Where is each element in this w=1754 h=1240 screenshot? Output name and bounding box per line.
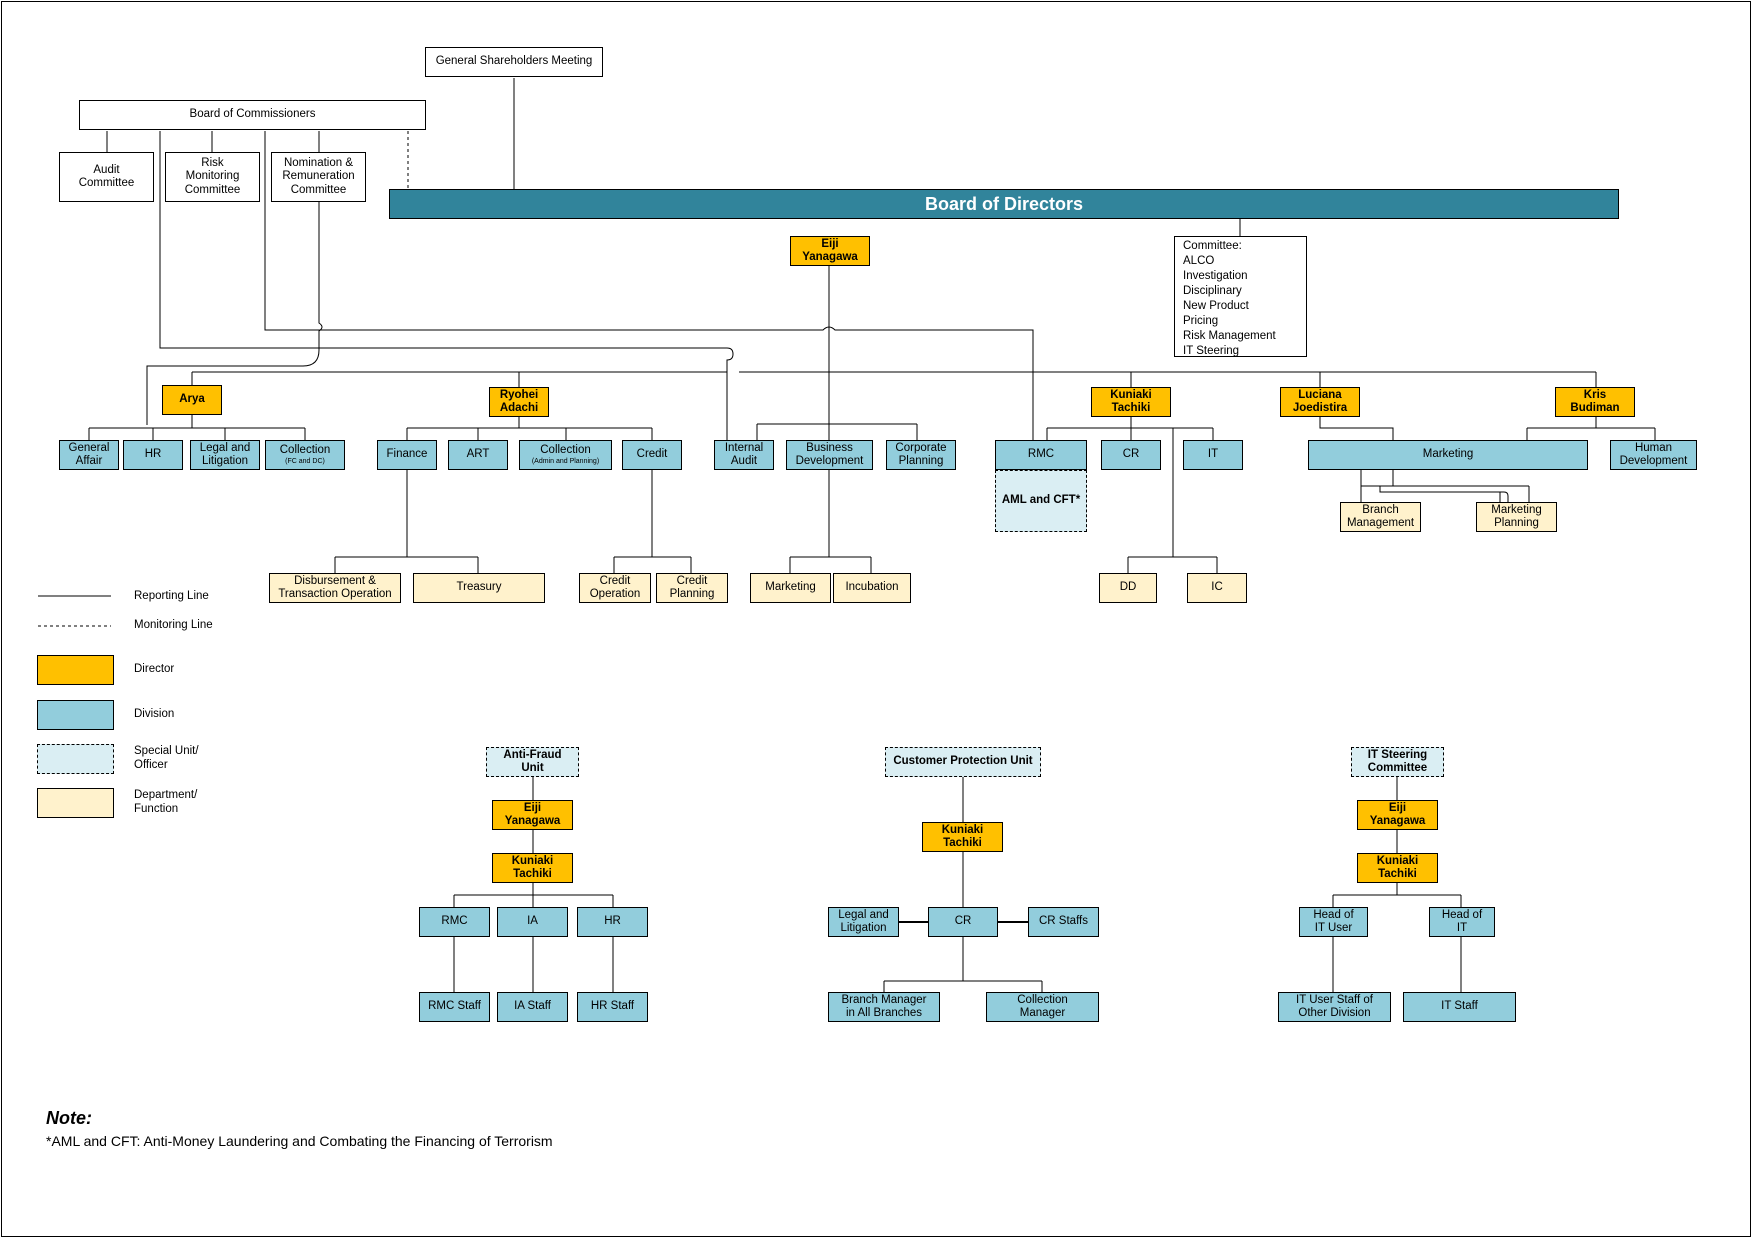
it-steering-it-user-staff: IT User Staff of Other Division — [1278, 992, 1391, 1022]
legend-director-swatch — [37, 655, 114, 685]
it-steering-head-it: Head of IT — [1429, 907, 1495, 937]
collection-sublabel: (Admin and Planning) — [531, 457, 600, 465]
director-eiji-yanagawa: Eiji Yanagawa — [790, 236, 870, 266]
division-collection-admin-planning: Collection (Admin and Planning) — [519, 440, 612, 470]
division-rmc: RMC — [995, 440, 1087, 470]
audit-committee: Audit Committee — [59, 152, 154, 202]
anti-fraud-rmc-staff: RMC Staff — [419, 992, 490, 1022]
legend-special-swatch — [37, 744, 114, 774]
it-steering-committee: IT Steering Committee — [1351, 747, 1444, 777]
division-general-affair: General Affair — [59, 440, 119, 470]
legend-division: Division — [134, 708, 175, 720]
customer-protection-cr-staffs: CR Staffs — [1028, 907, 1099, 937]
department-ic: IC — [1187, 573, 1247, 603]
legend-department: Department/ Function — [134, 789, 198, 815]
department-credit-operation: Credit Operation — [579, 573, 651, 603]
nomination-remuneration-committee: Nomination & Remuneration Committee — [271, 152, 366, 202]
collection-label: Collection — [279, 444, 331, 457]
it-steering-it-staff: IT Staff — [1403, 992, 1516, 1022]
director-luciana-joedistira: Luciana Joedistira — [1280, 387, 1360, 417]
note-title: Note: — [46, 1108, 92, 1128]
department-incubation: Incubation — [833, 573, 911, 603]
collection-label: Collection — [540, 444, 591, 457]
division-credit: Credit — [622, 440, 682, 470]
legend-special-unit: Special Unit/ Officer — [134, 745, 199, 771]
division-art: ART — [448, 440, 508, 470]
special-unit-aml-cft: AML and CFT* — [995, 470, 1087, 532]
division-cr: CR — [1101, 440, 1161, 470]
it-steering-director-kuniaki: Kuniaki Tachiki — [1357, 853, 1438, 883]
board-of-directors: Board of Directors — [389, 189, 1619, 219]
department-credit-planning: Credit Planning — [656, 573, 728, 603]
division-human-development: Human Development — [1610, 440, 1697, 470]
board-of-commissioners: Board of Commissioners — [79, 100, 426, 130]
director-ryohei-adachi: Ryohei Adachi — [489, 387, 549, 417]
director-kris-budiman: Kris Budiman — [1555, 387, 1635, 417]
customer-protection-unit: Customer Protection Unit — [885, 747, 1041, 777]
division-marketing: Marketing — [1308, 440, 1588, 470]
customer-protection-director-kuniaki: Kuniaki Tachiki — [922, 822, 1003, 852]
department-marketing: Marketing — [750, 573, 831, 603]
anti-fraud-ia-staff: IA Staff — [497, 992, 568, 1022]
legend-department-swatch — [37, 788, 114, 818]
it-steering-director-eiji: Eiji Yanagawa — [1357, 800, 1438, 830]
director-kuniaki-tachiki: Kuniaki Tachiki — [1091, 387, 1171, 417]
division-it: IT — [1183, 440, 1243, 470]
legend-division-swatch — [37, 700, 114, 730]
risk-monitoring-committee: Risk Monitoring Committee — [165, 152, 260, 202]
legend-director: Director — [134, 663, 175, 675]
legend-monitoring-line: Monitoring Line — [134, 619, 213, 631]
legend-reporting-line: Reporting Line — [134, 590, 209, 602]
division-finance: Finance — [377, 440, 437, 470]
department-treasury: Treasury — [413, 573, 545, 603]
anti-fraud-ia: IA — [497, 907, 568, 937]
customer-protection-legal: Legal and Litigation — [828, 907, 899, 937]
anti-fraud-hr: HR — [577, 907, 648, 937]
anti-fraud-director-eiji: Eiji Yanagawa — [492, 800, 573, 830]
customer-protection-collection-manager: Collection Manager — [986, 992, 1099, 1022]
collection-sublabel: (FC and DC) — [285, 457, 325, 465]
division-hr: HR — [123, 440, 183, 470]
director-arya: Arya — [162, 385, 222, 415]
anti-fraud-rmc: RMC — [419, 907, 490, 937]
general-shareholders-meeting: General Shareholders Meeting — [425, 47, 603, 77]
it-steering-head-it-user: Head of IT User — [1299, 907, 1368, 937]
anti-fraud-hr-staff: HR Staff — [577, 992, 648, 1022]
division-corporate-planning: Corporate Planning — [886, 440, 956, 470]
division-business-development: Business Development — [786, 440, 873, 470]
division-internal-audit: Internal Audit — [714, 440, 774, 470]
anti-fraud-director-kuniaki: Kuniaki Tachiki — [492, 853, 573, 883]
customer-protection-branch-manager: Branch Manager in All Branches — [828, 992, 940, 1022]
bod-committee-list: Committee: ALCO Investigation Disciplina… — [1174, 236, 1307, 357]
anti-fraud-unit: Anti-Fraud Unit — [486, 747, 579, 777]
division-legal-litigation: Legal and Litigation — [190, 440, 260, 470]
department-dd: DD — [1099, 573, 1157, 603]
division-collection-fc-dc: Collection (FC and DC) — [265, 440, 345, 470]
department-marketing-planning: Marketing Planning — [1476, 502, 1557, 532]
customer-protection-cr: CR — [928, 907, 998, 937]
department-disbursement-transaction: Disbursement & Transaction Operation — [269, 573, 401, 603]
department-branch-management: Branch Management — [1340, 502, 1421, 532]
note-text: *AML and CFT: Anti-Money Laundering and … — [46, 1133, 553, 1149]
